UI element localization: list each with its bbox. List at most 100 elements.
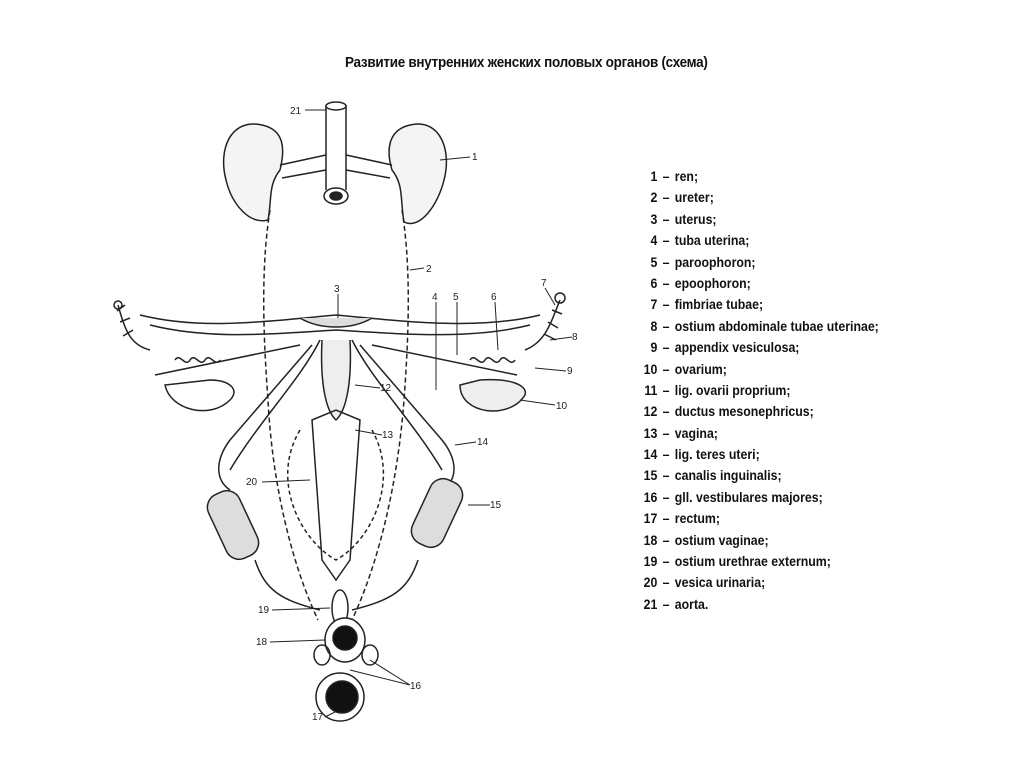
legend-number: 17 xyxy=(643,510,658,527)
legend-item: 6–epoophoron; xyxy=(638,273,879,294)
legend-dash: – xyxy=(662,168,670,184)
callout-8: 8 xyxy=(572,332,578,343)
legend-text: fimbriae tubae; xyxy=(674,296,764,313)
callout-7: 7 xyxy=(541,278,547,289)
legend-item: 21–aorta. xyxy=(638,594,879,615)
legend-number: 20 xyxy=(643,574,658,591)
ureter-right xyxy=(351,209,410,621)
legend-dash: – xyxy=(662,488,670,505)
legend-number: 15 xyxy=(643,467,658,484)
left-kidney xyxy=(222,123,284,222)
legend-text: ostium urethrae externum; xyxy=(674,553,831,570)
ureter-left xyxy=(262,209,319,621)
ovary-left xyxy=(164,379,235,412)
legend-text: appendix vesiculosa; xyxy=(674,339,800,356)
legend-item: 13–vagina; xyxy=(638,423,879,444)
callout-14: 14 xyxy=(477,437,489,448)
legend-text: ostium vaginae; xyxy=(674,531,769,548)
legend-text: uterus; xyxy=(674,210,717,227)
callout-16: 16 xyxy=(410,681,422,692)
legend-item: 12–ductus mesonephricus; xyxy=(638,401,879,422)
callout-10: 10 xyxy=(556,401,568,412)
callout-15: 15 xyxy=(490,500,502,511)
legend-number: 8 xyxy=(650,317,658,334)
legend-dash: – xyxy=(662,553,670,570)
legend-text: lig. ovarii proprium; xyxy=(674,381,791,398)
legend-number: 10 xyxy=(643,360,658,377)
legend-dash: – xyxy=(662,317,670,334)
legend-dash: – xyxy=(662,595,670,612)
bladder-dashed xyxy=(287,429,385,561)
legend-number: 5 xyxy=(650,253,658,270)
legend-number: 1 xyxy=(650,168,658,184)
legend-dash: – xyxy=(662,424,670,441)
legend-text: tuba uterina; xyxy=(674,232,750,249)
legend-item: 18–ostium vaginae; xyxy=(638,530,879,551)
callout-1: 1 xyxy=(472,152,478,163)
legend-text: vagina; xyxy=(674,424,718,441)
legend-dash: – xyxy=(662,446,670,463)
legend-dash: – xyxy=(662,360,670,377)
right-kidney xyxy=(388,123,448,225)
legend-number: 9 xyxy=(650,339,658,356)
legend-number: 2 xyxy=(650,189,658,206)
legend-item: 1–ren; xyxy=(638,166,879,187)
legend-item: 5–paroophoron; xyxy=(638,252,879,273)
legend: 1–ren;2–ureter;3–uterus;4–tuba uterina;5… xyxy=(638,166,912,615)
legend-item: 14–lig. teres uteri; xyxy=(638,444,879,465)
callout-13: 13 xyxy=(382,430,394,441)
ovary-right xyxy=(459,378,526,412)
vagina-shape xyxy=(320,339,352,422)
legend-dash: – xyxy=(662,467,670,484)
legend-number: 21 xyxy=(643,595,658,612)
legend-number: 18 xyxy=(643,531,658,548)
legend-number: 12 xyxy=(643,403,658,420)
legend-dash: – xyxy=(662,339,670,356)
epoophoron-right xyxy=(469,357,516,363)
callout-6: 6 xyxy=(491,292,497,303)
inguinal-canal-left xyxy=(206,489,260,561)
legend-number: 16 xyxy=(643,488,658,505)
legend-item: 16–gll. vestibulares majores; xyxy=(638,487,879,508)
legend-text: paroophoron; xyxy=(674,253,756,270)
legend-item: 7–fimbriae tubae; xyxy=(638,294,879,315)
legend-text: lig. teres uteri; xyxy=(674,446,760,463)
legend-dash: – xyxy=(662,510,670,527)
legend-item: 3–uterus; xyxy=(638,209,879,230)
legend-text: aorta. xyxy=(674,595,709,612)
legend-dash: – xyxy=(662,381,670,398)
legend-text: ovarium; xyxy=(674,360,727,377)
legend-item: 4–tuba uterina; xyxy=(638,230,879,251)
lig-teres-right xyxy=(359,344,455,491)
legend-item: 15–canalis inguinalis; xyxy=(638,465,879,486)
fimbriae-left xyxy=(116,304,151,351)
callout-17: 17 xyxy=(312,712,324,723)
callout-12: 12 xyxy=(380,383,392,394)
legend-text: rectum; xyxy=(674,510,720,527)
legend-text: ureter; xyxy=(674,189,714,206)
callout-5: 5 xyxy=(453,292,459,303)
epoophoron-left xyxy=(174,357,221,363)
legend-number: 19 xyxy=(643,553,658,570)
callout-9: 9 xyxy=(567,366,573,377)
inguinal-canal-right xyxy=(410,477,464,549)
legend-number: 4 xyxy=(650,232,658,249)
legend-dash: – xyxy=(662,574,670,591)
legend-item: 9–appendix vesiculosa; xyxy=(638,337,879,358)
callout-21: 21 xyxy=(290,106,302,117)
callout-19: 19 xyxy=(258,605,270,616)
legend-item: 8–ostium abdominale tubae uterinae; xyxy=(638,316,879,337)
uterus-top xyxy=(299,317,373,328)
legend-text: ductus mesonephricus; xyxy=(674,403,814,420)
legend-number: 7 xyxy=(650,296,658,313)
legend-item: 2–ureter; xyxy=(638,187,879,208)
legend-item: 17–rectum; xyxy=(638,508,879,529)
anatomy-diagram: 21 1 2 3 4 5 6 7 8 9 10 12 13 14 15 20 1… xyxy=(113,101,578,723)
legend-number: 14 xyxy=(643,446,658,463)
callout-18: 18 xyxy=(256,637,268,648)
legend-dash: – xyxy=(662,296,670,313)
legend-text: ostium abdominale tubae uterinae; xyxy=(674,317,879,334)
legend-item: 11–lig. ovarii proprium; xyxy=(638,380,879,401)
legend-item: 19–ostium urethrae externum; xyxy=(638,551,879,572)
legend-dash: – xyxy=(662,210,670,227)
